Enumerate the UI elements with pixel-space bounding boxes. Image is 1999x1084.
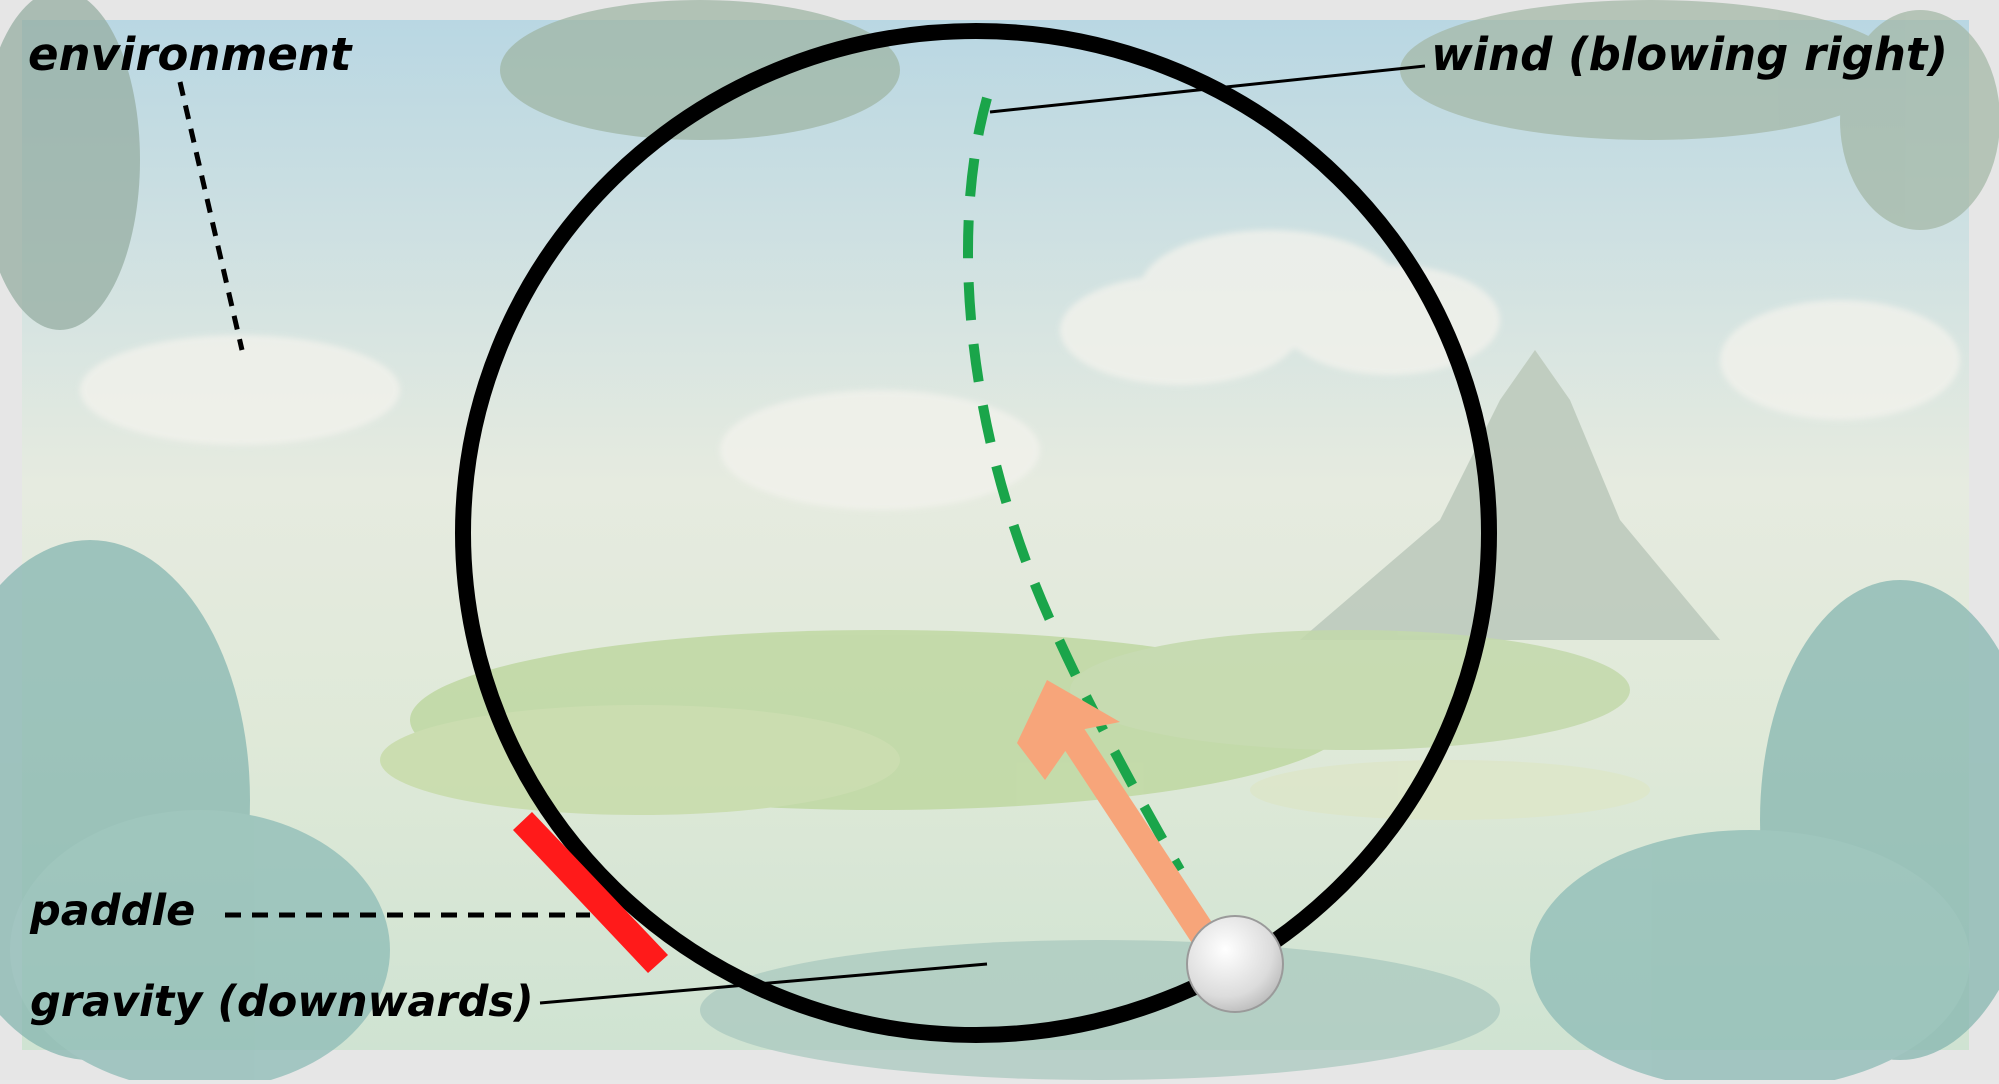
island <box>380 630 1650 820</box>
ball-icon <box>1186 915 1284 1013</box>
arena-ring <box>455 23 1497 1043</box>
wind-leader <box>989 64 1426 114</box>
paddle-icon <box>513 812 668 973</box>
volcano <box>1300 350 1720 640</box>
gravity-label: gravity (downwards) <box>30 977 534 1027</box>
wind-label: wind (blowing right) <box>1431 28 1948 81</box>
gravity-arrow-icon <box>1017 680 1222 953</box>
wind-path <box>963 96 1185 873</box>
clouds <box>80 230 1960 510</box>
environment-leader <box>177 81 245 351</box>
environment-label: environment <box>28 28 353 81</box>
gravity-leader <box>539 962 988 1005</box>
paddle-label: paddle <box>29 886 195 936</box>
